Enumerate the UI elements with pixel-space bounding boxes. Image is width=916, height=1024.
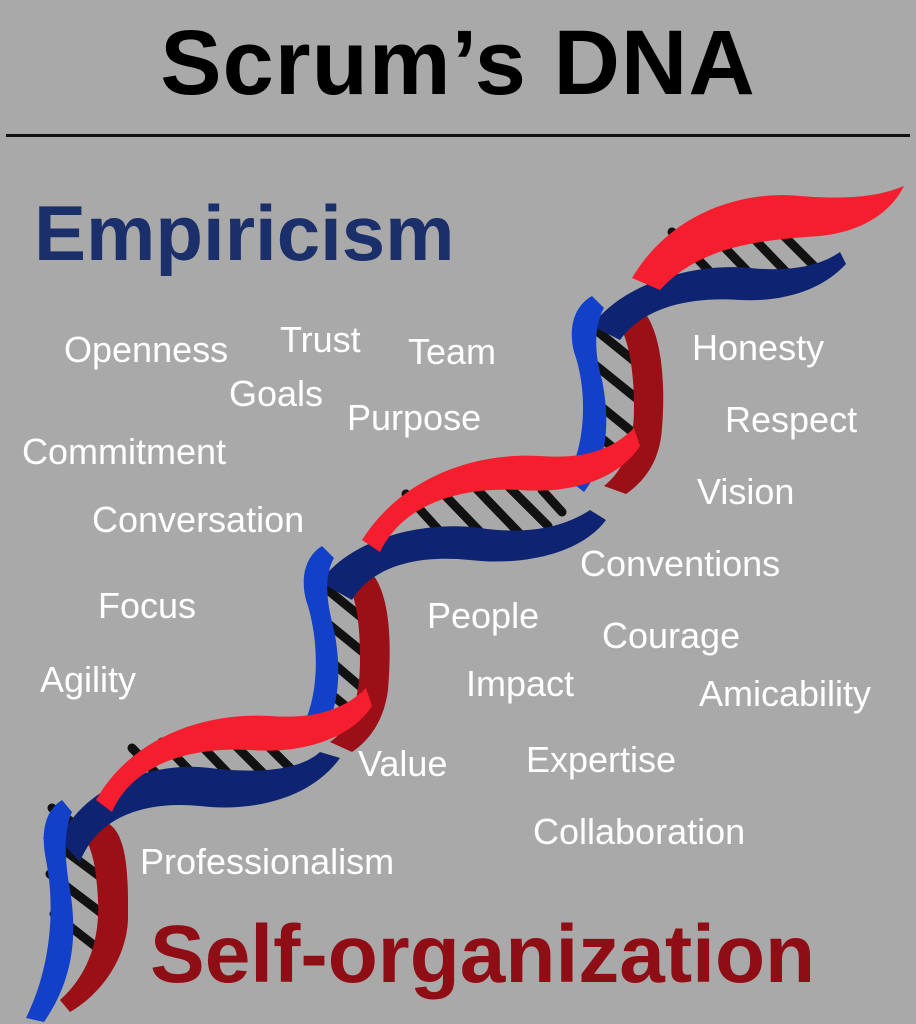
heading-self-organization: Self-organization	[150, 909, 816, 1000]
word-purpose: Purpose	[347, 397, 482, 438]
strand-dark-red	[60, 300, 664, 1012]
strand-blue	[26, 296, 607, 1022]
strand-red	[96, 186, 904, 812]
word-impact: Impact	[466, 663, 575, 704]
word-respect: Respect	[725, 399, 858, 440]
word-conventions: Conventions	[580, 543, 781, 584]
word-focus: Focus	[98, 585, 197, 626]
title-divider	[6, 134, 910, 137]
word-agility: Agility	[40, 659, 137, 700]
word-expertise: Expertise	[526, 739, 677, 780]
word-collaboration: Collaboration	[533, 811, 746, 852]
word-honesty: Honesty	[692, 327, 825, 368]
strand-navy	[60, 252, 846, 862]
word-team: Team	[408, 331, 497, 372]
word-professionalism: Professionalism	[140, 841, 395, 882]
word-vision: Vision	[697, 471, 795, 512]
word-people: People	[427, 595, 540, 636]
word-courage: Courage	[602, 615, 741, 656]
word-value: Value	[358, 743, 448, 784]
word-commitment: Commitment	[22, 431, 227, 472]
word-amicability: Amicability	[699, 673, 872, 714]
word-trust: Trust	[280, 319, 361, 360]
page-title: Scrum’s DNA	[160, 12, 756, 114]
word-goals: Goals	[229, 373, 324, 414]
heading-empiricism: Empiricism	[34, 189, 455, 277]
word-openness: Openness	[64, 329, 229, 370]
word-conversation: Conversation	[92, 499, 305, 540]
